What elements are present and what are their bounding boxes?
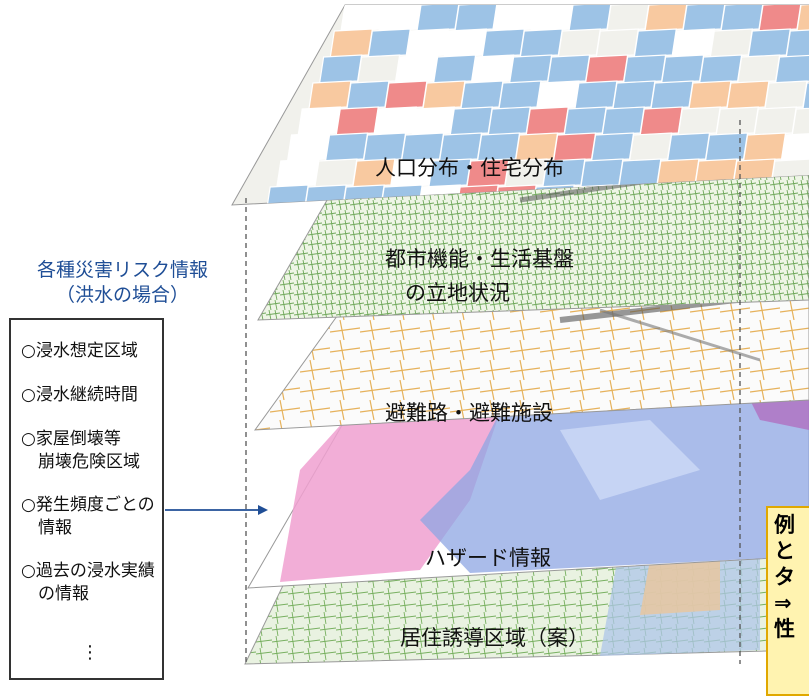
- grid-cell: [716, 107, 758, 135]
- grid-cell: [630, 133, 672, 161]
- note-line: タ: [774, 564, 809, 590]
- grid-cell: [689, 81, 731, 109]
- grid-cell: [727, 81, 769, 109]
- grid-cell: [634, 29, 676, 57]
- note-box: 例 と タ ⇒ 性: [766, 506, 809, 696]
- layer-label-line2: の立地状況: [405, 281, 510, 305]
- grid-cell: [537, 81, 579, 109]
- grid-cell: [776, 55, 809, 83]
- grid-cell: [434, 55, 476, 83]
- grid-cell: [455, 3, 497, 31]
- grid-cell: [423, 81, 465, 109]
- layer-label: 避難路・避難施設: [385, 401, 553, 425]
- grid-cell: [624, 55, 666, 83]
- grid-cell: [596, 29, 638, 57]
- grid-cell: [499, 81, 541, 109]
- grid-cell: [765, 81, 807, 109]
- grid-cell: [298, 107, 340, 135]
- grid-cell: [645, 3, 687, 31]
- grid-cell: [510, 55, 552, 83]
- grid-cell: [444, 29, 486, 57]
- grid-cell: [347, 81, 389, 109]
- grid-cell: [575, 81, 617, 109]
- grid-cell: [488, 107, 530, 135]
- grid-cell: [412, 107, 454, 135]
- grid-cell: [613, 81, 655, 109]
- grid-cell: [461, 81, 503, 109]
- grid-cell: [368, 29, 410, 57]
- grid-cell: [586, 55, 628, 83]
- grid-cell: [564, 107, 606, 135]
- grid-cell: [374, 107, 416, 135]
- grid-cell: [786, 29, 809, 57]
- layer-label: ハザード情報: [425, 546, 551, 570]
- grid-cell: [493, 3, 535, 31]
- layer-label: 人口分布・住宅分布: [375, 156, 564, 180]
- grid-cell: [288, 133, 330, 161]
- grid-cell: [738, 55, 780, 83]
- note-line: と: [774, 538, 809, 564]
- grid-cell: [406, 29, 448, 57]
- layer-label: 都市機能・生活基盤: [385, 247, 574, 271]
- grid-cell: [320, 55, 362, 83]
- grid-cell: [651, 81, 693, 109]
- grid-cell: [336, 107, 378, 135]
- grid-cell: [592, 133, 634, 161]
- grid-cell: [759, 3, 801, 31]
- grid-cell: [721, 3, 763, 31]
- grid-cell: [706, 133, 748, 161]
- grid-cell: [385, 81, 427, 109]
- grid-cell: [330, 29, 372, 57]
- grid-cell: [482, 29, 524, 57]
- grid-cell: [309, 81, 351, 109]
- grid-cell: [417, 3, 459, 31]
- grid-cell: [662, 55, 704, 83]
- grid-cell: [531, 3, 573, 31]
- grid-cell: [326, 133, 368, 161]
- arrow-head-icon: [258, 505, 268, 515]
- grid-cell: [782, 133, 809, 161]
- grid-cell: [358, 55, 400, 83]
- grid-cell: [315, 159, 357, 187]
- grid-cell: [526, 107, 568, 135]
- note-line: ⇒: [774, 590, 809, 616]
- grid-cell: [602, 107, 644, 135]
- note-line: 性: [774, 616, 809, 642]
- grid-cell: [569, 3, 611, 31]
- grid-cell: [748, 29, 790, 57]
- grid-cell: [558, 29, 600, 57]
- grid-cell: [581, 159, 623, 187]
- grid-cell: [607, 3, 649, 31]
- grid-cell: [472, 55, 514, 83]
- grid-cell: [520, 29, 562, 57]
- grid-cell: [277, 159, 319, 187]
- grid-cell: [744, 133, 786, 161]
- grid-cell: [668, 133, 710, 161]
- grid-cell: [683, 3, 725, 31]
- grid-cell: [266, 185, 308, 213]
- grid-cell: [619, 159, 661, 187]
- grid-cell: [396, 55, 438, 83]
- grid-cell: [700, 55, 742, 83]
- note-line: 例: [774, 512, 809, 538]
- grid-cell: [640, 107, 682, 135]
- grid-cell: [548, 55, 590, 83]
- grid-cell: [710, 29, 752, 57]
- grid-cell: [672, 29, 714, 57]
- grid-cell: [379, 3, 421, 31]
- layer-label: 居住誘導区域（案）: [400, 626, 589, 650]
- grid-cell: [450, 107, 492, 135]
- grid-cell: [341, 3, 383, 31]
- grid-cell: [678, 107, 720, 135]
- grid-cell: [754, 107, 796, 135]
